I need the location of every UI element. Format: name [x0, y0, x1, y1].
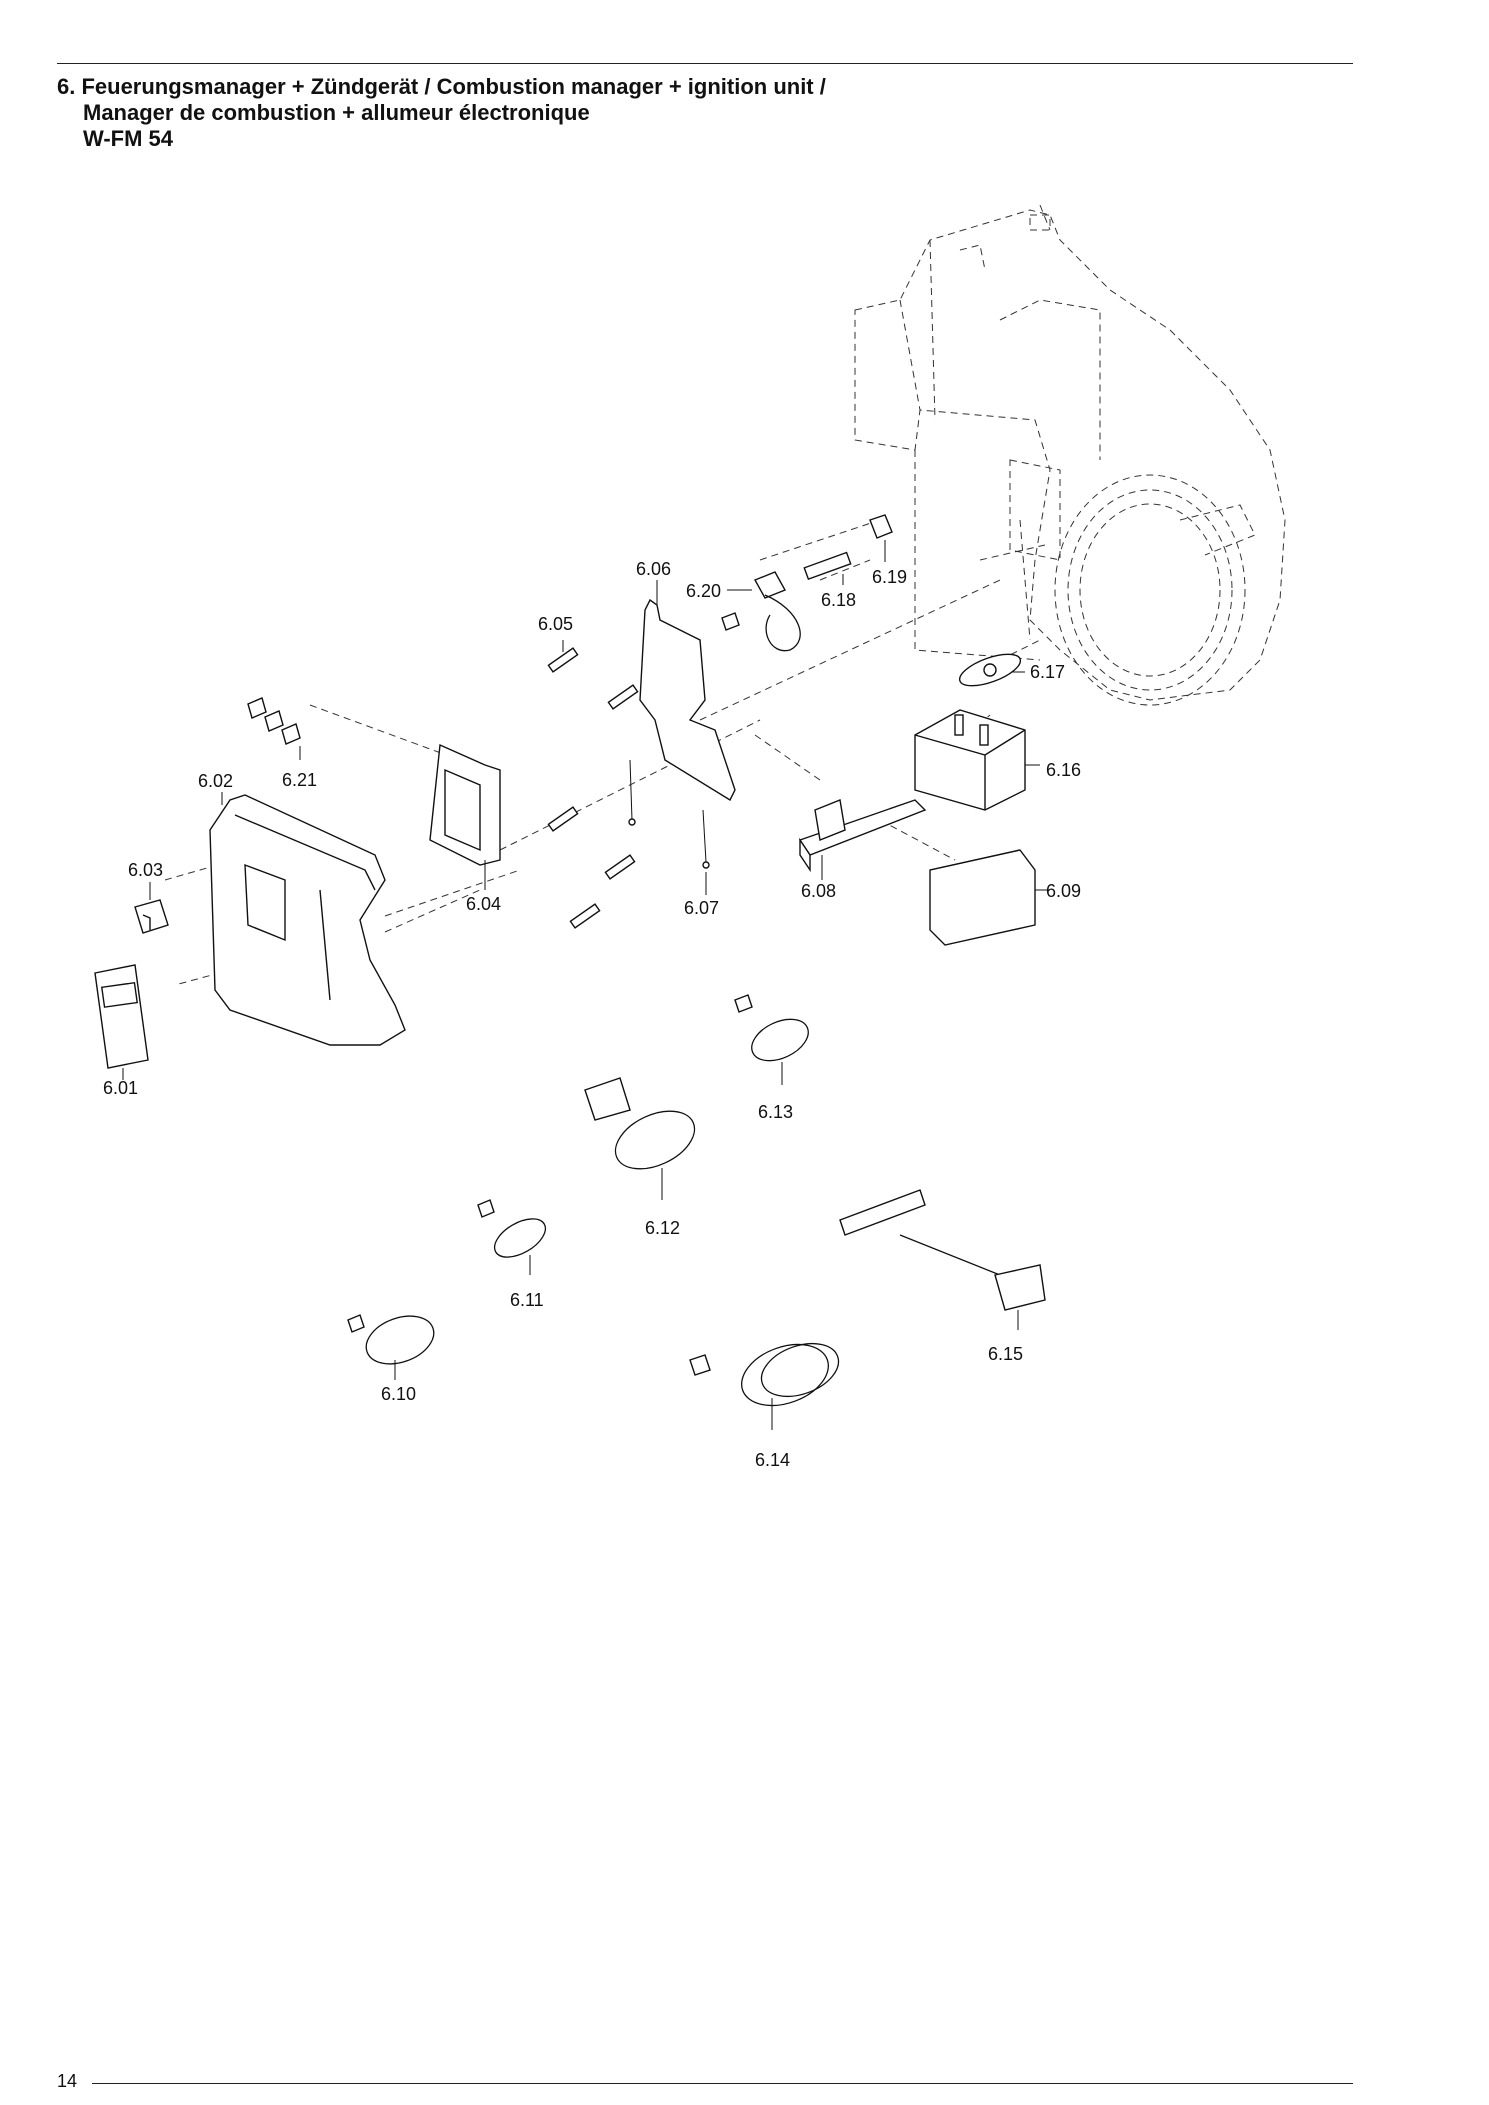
title-line-3: W-FM 54 — [83, 126, 173, 151]
label-6-10: 6.10 — [381, 1384, 416, 1404]
cover-part — [209, 792, 406, 1046]
mounting-plate — [639, 580, 736, 801]
label-6-09: 6.09 — [1046, 881, 1081, 901]
cable-610 — [347, 1314, 435, 1380]
cable-614 — [689, 1342, 840, 1430]
fuse-part — [803, 551, 852, 585]
label-6-08: 6.08 — [801, 881, 836, 901]
bottom-rule — [92, 2083, 1353, 2084]
label-6-01: 6.01 — [103, 1078, 138, 1098]
sensor-part — [721, 571, 801, 652]
top-rule — [57, 63, 1353, 64]
label-6-14: 6.14 — [755, 1450, 790, 1470]
screws — [628, 759, 710, 895]
board-part — [429, 743, 501, 890]
page-title: 6. Feuerungsmanager + Zündgerät / Combus… — [57, 74, 826, 152]
title-line-1: 6. Feuerungsmanager + Zündgerät / Combus… — [57, 74, 826, 99]
label-6-05: 6.05 — [538, 614, 573, 634]
harness-part — [839, 1189, 1046, 1330]
label-6-21: 6.21 — [282, 770, 317, 790]
label-6-18: 6.18 — [821, 590, 856, 610]
display-part — [94, 964, 149, 1080]
gasket-part — [958, 653, 1025, 687]
rail-part — [798, 799, 927, 880]
label-6-12: 6.12 — [645, 1218, 680, 1238]
part-labels: 6.01 6.02 6.03 6.04 6.05 6.06 6.07 6.08 … — [103, 559, 1081, 1470]
label-6-15: 6.15 — [988, 1344, 1023, 1364]
burner-housing — [854, 204, 1286, 706]
label-6-04: 6.04 — [466, 894, 501, 914]
page-number: 14 — [57, 2071, 78, 2091]
switch-part — [134, 882, 169, 934]
title-line-2: Manager de combustion + allumeur électro… — [83, 100, 590, 125]
cable-611 — [477, 1199, 547, 1275]
label-6-13: 6.13 — [758, 1102, 793, 1122]
label-6-11: 6.11 — [510, 1290, 544, 1310]
label-6-06: 6.06 — [636, 559, 671, 579]
ignition-unit-part — [914, 709, 1040, 811]
cable-613 — [734, 994, 809, 1085]
label-6-02: 6.02 — [198, 771, 233, 791]
label-6-07: 6.07 — [684, 898, 719, 918]
spacer-bolts — [547, 640, 639, 929]
combustion-manager-part — [929, 849, 1050, 946]
label-6-16: 6.16 — [1046, 760, 1081, 780]
connectors-part — [247, 697, 301, 760]
cable-612 — [584, 1077, 696, 1200]
label-6-03: 6.03 — [128, 860, 163, 880]
holder-part — [869, 514, 893, 562]
label-6-19: 6.19 — [872, 567, 907, 587]
label-6-20: 6.20 — [686, 581, 721, 601]
label-6-17: 6.17 — [1030, 662, 1065, 682]
